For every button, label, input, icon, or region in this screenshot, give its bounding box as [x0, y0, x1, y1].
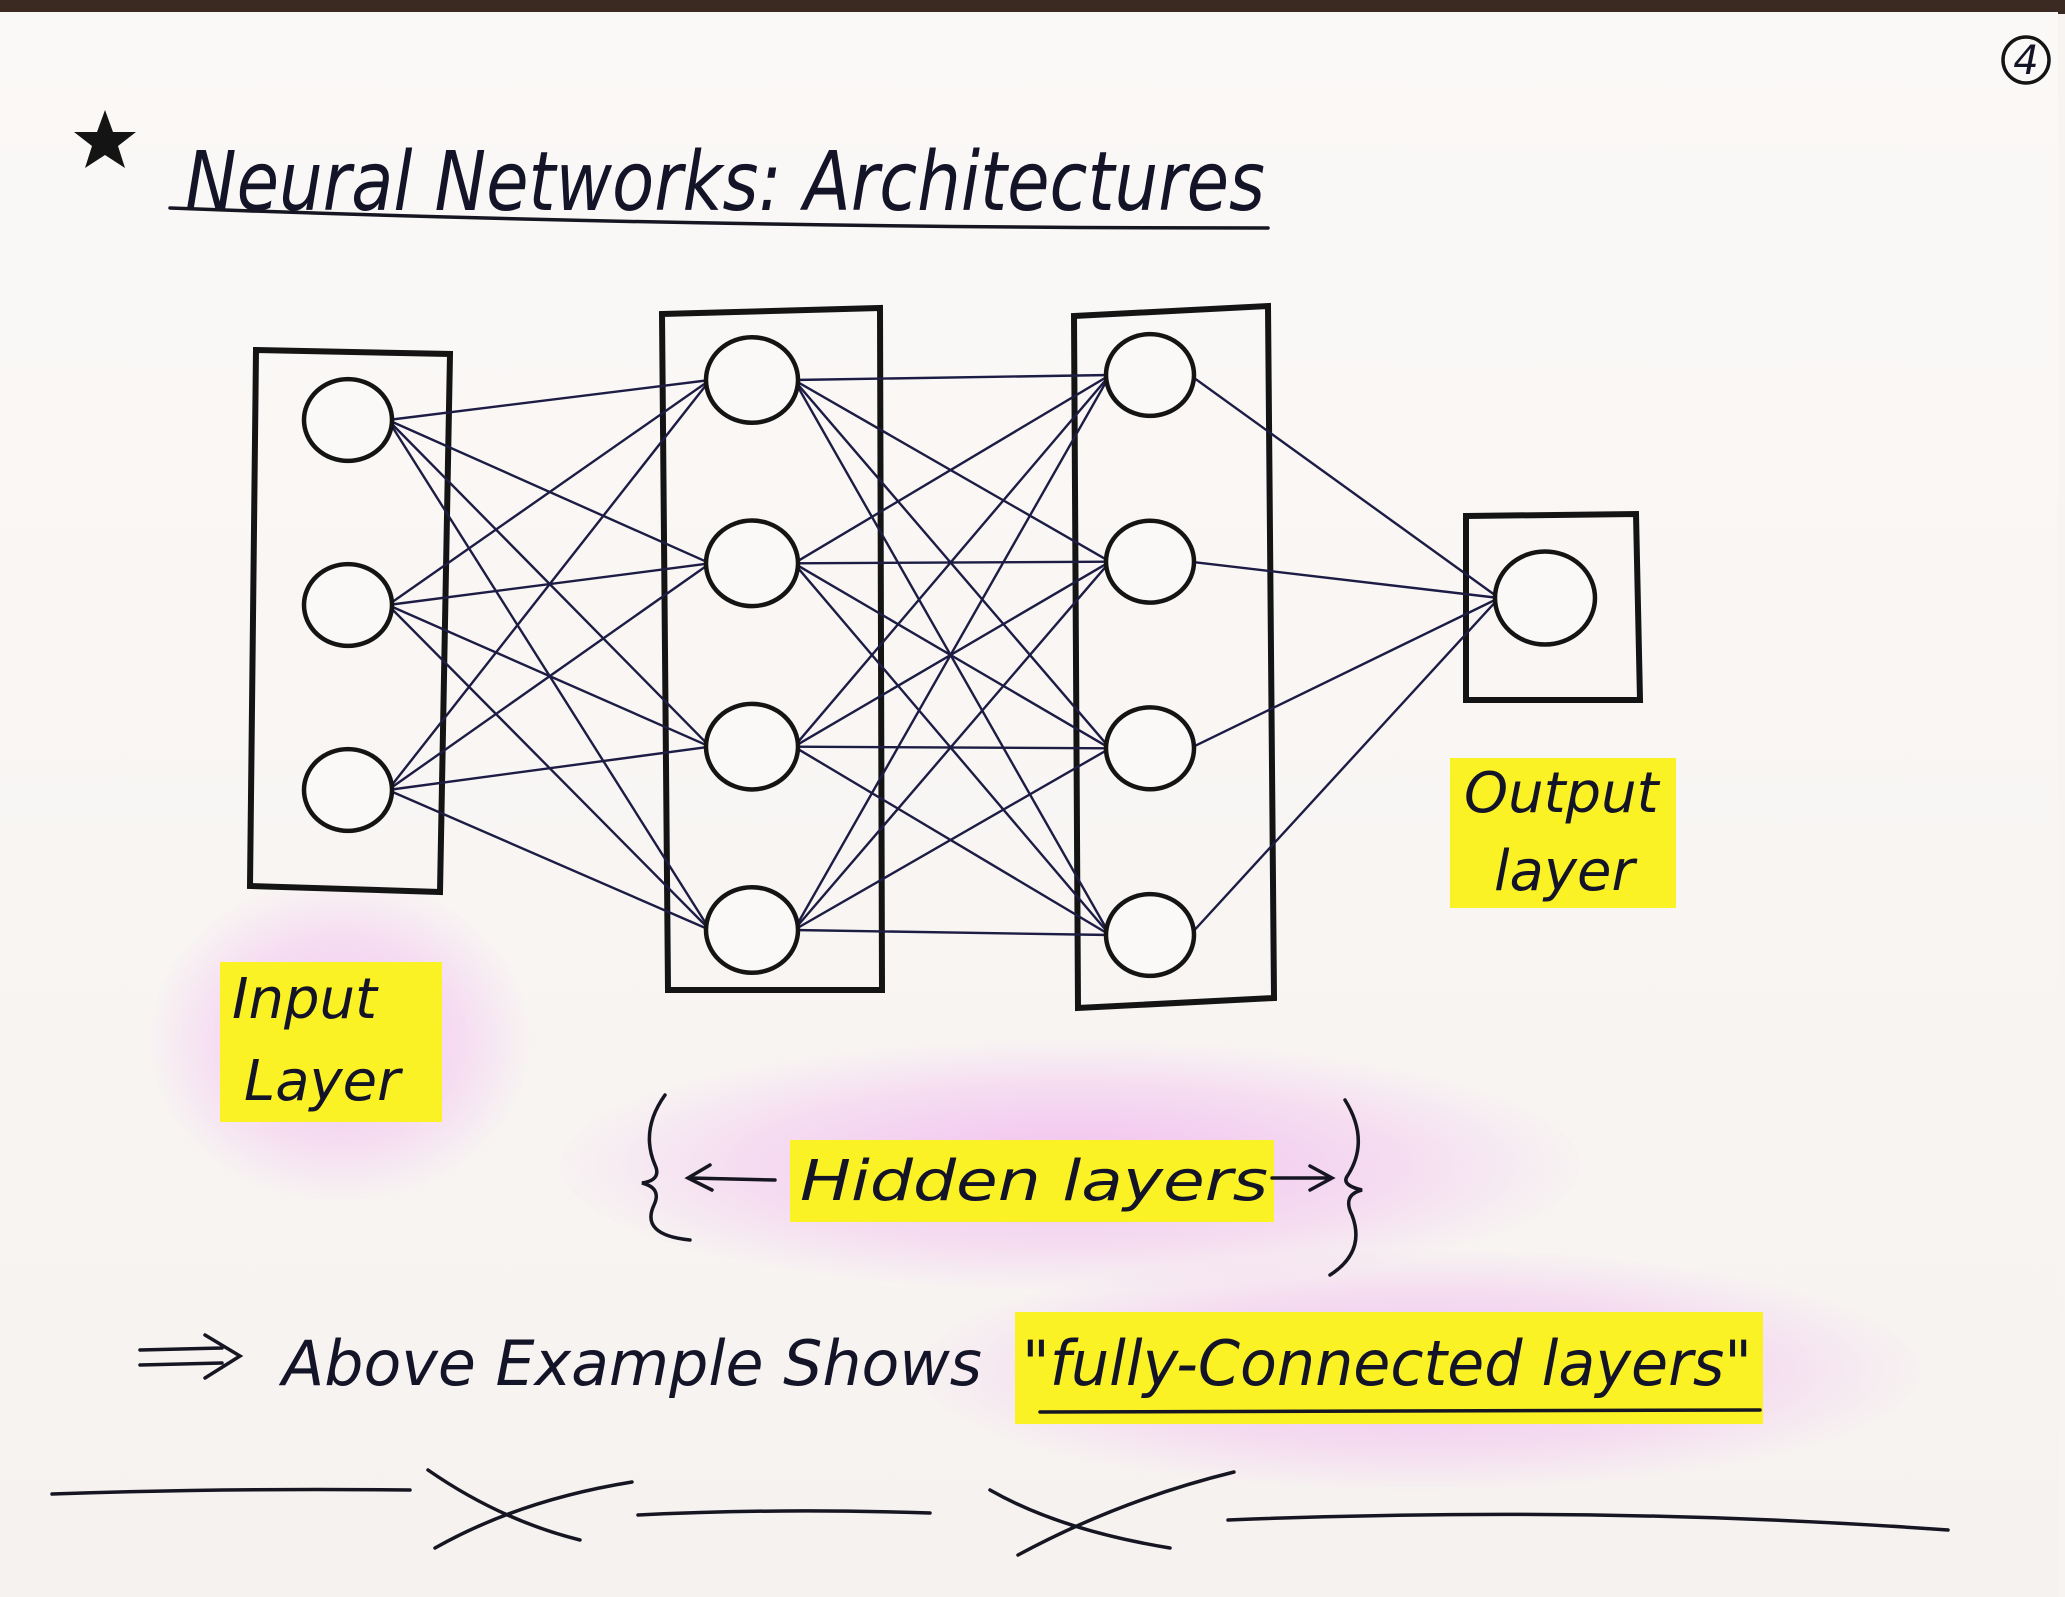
- title-underline: [168, 206, 1270, 230]
- connection-hidden-1-1-to-hidden-2-3: [793, 379, 1111, 750]
- output-label-line2: layer: [1494, 839, 1637, 904]
- neuron-output-1: [1492, 549, 1598, 647]
- connection-input-3-to-hidden-1-2: [387, 562, 711, 791]
- neuron-hidden-2-1: [1103, 331, 1197, 419]
- neuron-hidden-2-4: [1103, 891, 1197, 979]
- connection-hidden-2-3-to-output-1: [1189, 596, 1500, 750]
- connection-hidden-2-2-to-output-1: [1189, 560, 1500, 600]
- input-label-line2: Layer: [244, 1049, 403, 1114]
- note-text: Above Example Shows: [278, 1327, 982, 1400]
- connection-hidden-1-4-to-hidden-2-4: [793, 928, 1111, 937]
- input-label-highlight: [220, 962, 442, 1122]
- output-layer-box: [1463, 510, 1644, 703]
- output-label-line1: Output: [1464, 761, 1661, 826]
- cross-mark-2: [988, 1470, 1236, 1557]
- hidden-label: Hidden layers: [800, 1149, 1268, 1214]
- right-brace: [1328, 1098, 1363, 1277]
- connection-hidden-1-2-to-hidden-2-3: [793, 562, 1111, 750]
- neuron-input-1: [301, 376, 395, 464]
- note-highlight-text: "fully-Connected layers": [1022, 1327, 1752, 1400]
- neuron-hidden-2-3: [1103, 705, 1197, 792]
- connection-input-2-to-hidden-1-1: [387, 379, 711, 606]
- neuron-input-2: [301, 561, 395, 649]
- cross-mark-1: [426, 1468, 634, 1550]
- connection-hidden-1-4-to-hidden-2-3: [793, 747, 1111, 932]
- connection-hidden-1-4-to-hidden-2-2: [793, 560, 1111, 931]
- output-label-highlight: [1450, 758, 1676, 908]
- left-arrow-icon: [684, 1163, 777, 1192]
- connection-hidden-1-4-to-hidden-2-1: [792, 374, 1112, 931]
- note-underline: [1038, 1408, 1762, 1414]
- hidden-layer-1-box: [658, 304, 886, 993]
- neuron-hidden-1-4: [703, 884, 801, 976]
- neuron-hidden-1-1: [703, 334, 801, 426]
- input-layer-box: [246, 346, 454, 896]
- left-brace: [641, 1093, 692, 1242]
- star-icon: [74, 110, 136, 168]
- neuron-hidden-1-3: [703, 701, 801, 792]
- divider-segment-2: [636, 1509, 932, 1517]
- connection-hidden-1-1-to-hidden-2-2: [793, 378, 1111, 563]
- connection-input-1-to-hidden-1-1: [387, 378, 711, 422]
- right-arrow-icon: [1270, 1164, 1336, 1192]
- photo-top-edge: [0, 0, 2065, 14]
- hidden-label-highlight: [790, 1140, 1274, 1222]
- neuron-hidden-1-2: [703, 518, 801, 609]
- connection-hidden-1-2-to-hidden-2-1: [793, 373, 1111, 565]
- connection-input-3-to-hidden-1-1: [387, 379, 711, 791]
- neuron-hidden-2-2: [1103, 518, 1197, 605]
- divider-segment-3: [1226, 1512, 1950, 1532]
- implies-arrow-icon: [138, 1333, 244, 1380]
- neuron-input-3: [301, 746, 395, 834]
- connection-input-3-to-hidden-1-4: [387, 788, 711, 932]
- connection-input-3-to-hidden-1-3: [387, 745, 711, 792]
- connection-hidden-2-4-to-output-1: [1189, 597, 1500, 936]
- page-number-circle: [2001, 35, 2051, 85]
- neurons: [301, 331, 1598, 979]
- connection-hidden-1-1-to-hidden-2-1: [793, 373, 1111, 382]
- connection-hidden-2-1-to-output-1: [1189, 374, 1500, 599]
- connection-hidden-1-3-to-hidden-2-4: [793, 745, 1111, 937]
- divider-segment-1: [50, 1487, 412, 1496]
- connection-hidden-1-2-to-hidden-2-4: [793, 562, 1111, 936]
- connections: [386, 373, 1500, 937]
- input-label-line1: Input: [232, 967, 379, 1032]
- connection-hidden-1-1-to-hidden-2-4: [792, 379, 1112, 936]
- page-number: 4: [2013, 38, 2038, 84]
- hidden-layer-2-box: [1070, 302, 1278, 1012]
- connection-hidden-1-3-to-hidden-2-1: [793, 374, 1111, 748]
- note-highlight: [1015, 1312, 1763, 1424]
